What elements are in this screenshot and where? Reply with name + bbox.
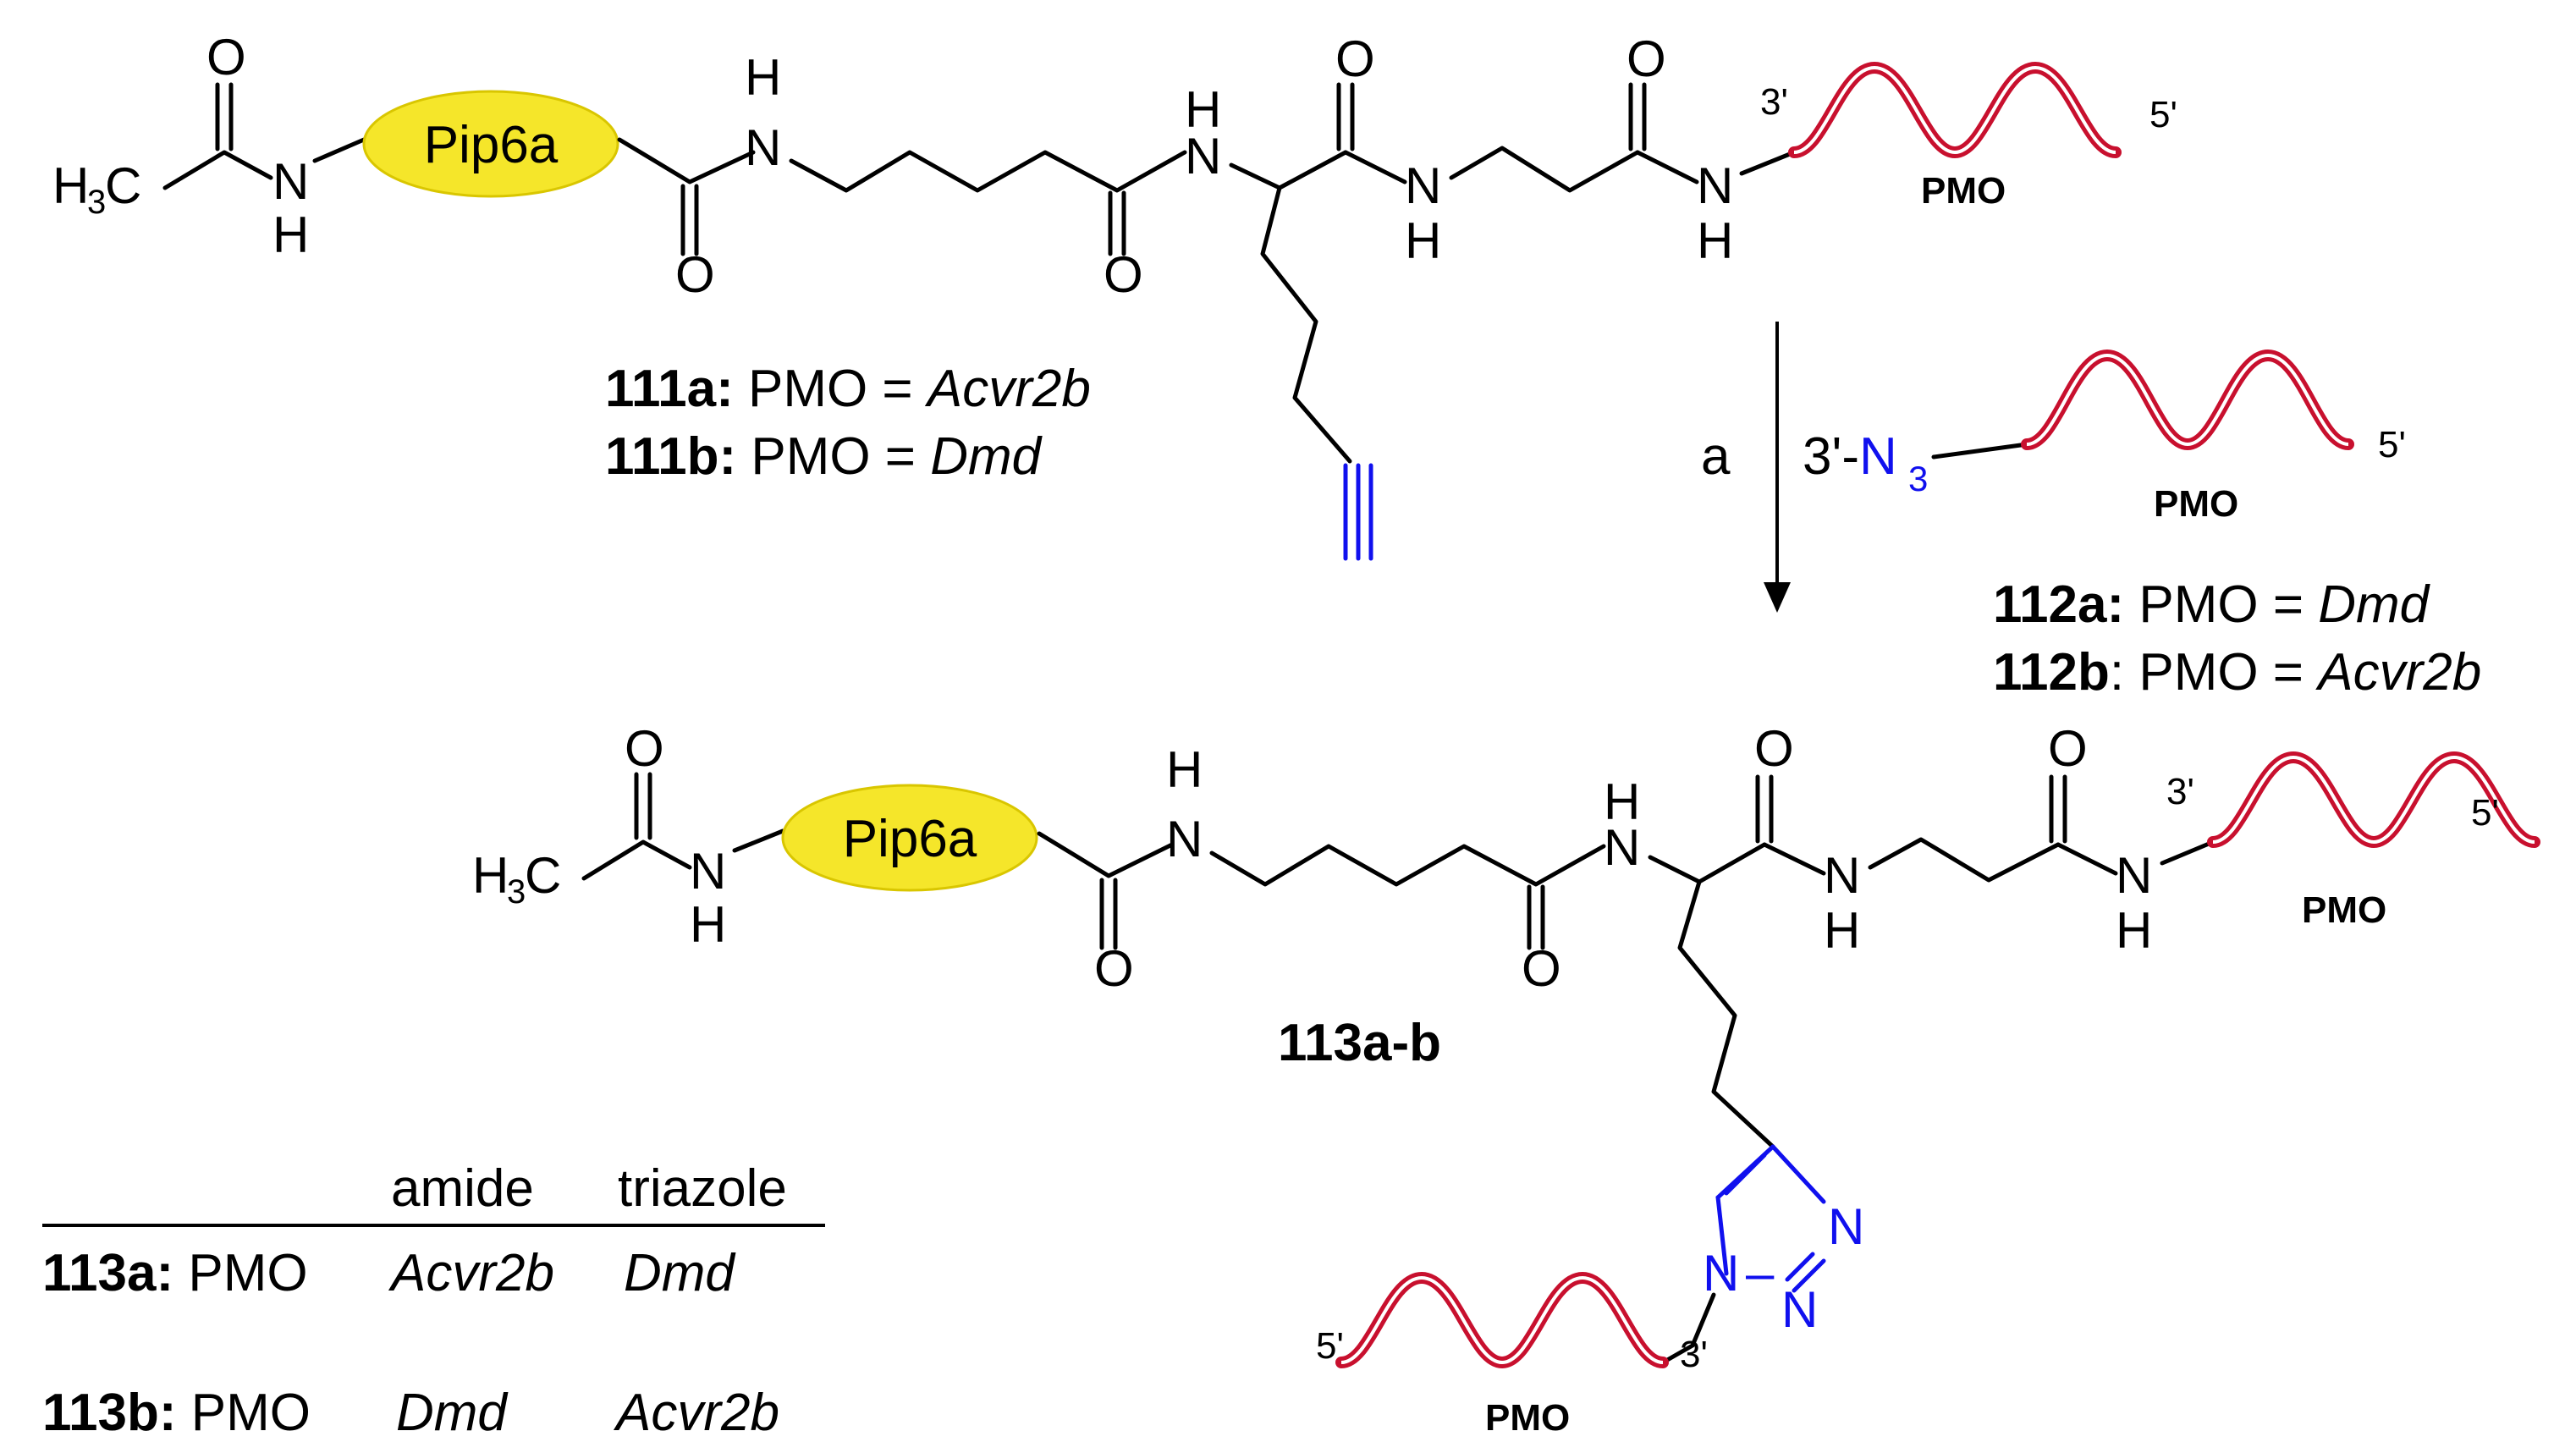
alpha-nitrogen: N: [1185, 128, 1221, 184]
acetyl-oxygen: O: [206, 29, 246, 85]
methyl-subscript: 3: [87, 184, 106, 221]
conjugate-table: amide triazole 113a: PMO Acvr2b Dmd 113b…: [42, 1159, 825, 1442]
beta-ala-nitrogen: N: [1405, 157, 1441, 214]
table-row-113b-amide: Dmd: [396, 1384, 509, 1442]
acetyl-nitrogen: N: [690, 843, 726, 900]
carbonyl-oxygen: O: [1104, 246, 1143, 303]
triazole-dash: –: [1746, 1245, 1775, 1302]
beta-ala-carbonyl-oxygen: O: [2048, 720, 2088, 777]
beta-ala-carbonyl-oxygen: O: [1627, 30, 1666, 87]
beta-ala-nh-hydrogen: H: [1824, 902, 1860, 959]
pmo-helix-triazole: [1335, 1271, 1669, 1369]
table-header-triazole: triazole: [618, 1159, 787, 1218]
triazole-n3: N: [1828, 1198, 1864, 1255]
pmo-label: PMO: [2302, 889, 2386, 931]
amide-nitrogen: N: [745, 119, 781, 176]
beta-ala-nh-hydrogen: H: [1405, 212, 1441, 269]
carbonyl-oxygen: O: [1094, 940, 1134, 997]
triazole-n2: N: [1781, 1281, 1818, 1338]
triazole-pmo-label: PMO: [1485, 1397, 1570, 1439]
acetyl-nitrogen: N: [272, 153, 309, 210]
pmo-helix: [2207, 751, 2540, 849]
terminal-nitrogen: N: [2116, 847, 2152, 904]
acetyl-nh-hydrogen: H: [272, 206, 309, 263]
acetyl-nh-hydrogen: H: [690, 896, 726, 953]
reagent-5prime-label: 5': [2378, 424, 2406, 465]
pmo-5prime-label: 5': [2471, 792, 2499, 834]
compound-112a-label: 112a: PMO = Dmd: [1993, 575, 2431, 634]
alpha-carbonyl-oxygen: O: [1754, 720, 1794, 777]
pmo-5prime-label: 5': [2149, 94, 2177, 135]
acetyl-oxygen: O: [625, 720, 664, 777]
alpha-nh-hydrogen: H: [1185, 81, 1221, 138]
pmo-3prime-label: 3': [2166, 771, 2194, 812]
table-header-amide: amide: [391, 1159, 534, 1218]
alpha-carbonyl-oxygen: O: [1335, 30, 1375, 87]
azide-label: 3'-N: [1803, 427, 1897, 486]
peptide-ellipse: [362, 90, 619, 198]
table-row-113a-label: 113a: PMO: [42, 1244, 308, 1302]
reagent-pmo-label: PMO: [2154, 483, 2238, 525]
pmo-label: PMO: [1921, 170, 2006, 212]
table-row-113b-label: 113b: PMO: [42, 1384, 311, 1442]
alpha-nh-hydrogen: H: [1604, 773, 1640, 830]
reaction-step-label: a: [1701, 427, 1731, 486]
carbonyl-oxygen: O: [675, 246, 715, 303]
pmo-helix-reagent: [2021, 349, 2354, 451]
terminal-nh-hydrogen: H: [2116, 902, 2152, 959]
beta-ala-nitrogen: N: [1824, 847, 1860, 904]
pmo-3prime-label: 3': [1760, 81, 1788, 123]
carbonyl-oxygen: O: [1522, 940, 1561, 997]
methyl-c-label: C: [105, 157, 141, 214]
amide-nh-hydrogen: H: [745, 49, 781, 106]
azide-subscript: 3: [1908, 459, 1928, 498]
peptide-label: Pip6a: [424, 116, 559, 174]
amide-nitrogen: N: [1166, 811, 1203, 867]
triazole-ring: [1715, 1144, 1826, 1293]
peptide-label: Pip6a: [843, 810, 977, 868]
terminal-nh-hydrogen: H: [1697, 212, 1733, 269]
compound-111-structure: H 3 C O N H Pip6a O H N O H N O: [52, 29, 2177, 561]
methyl-c-label: H: [52, 157, 89, 214]
pmo-helix: [1788, 61, 2122, 159]
alpha-nitrogen: N: [1604, 819, 1640, 876]
peptide-ellipse: [781, 784, 1038, 892]
compound-111b-label: 111b: PMO = Dmd: [605, 427, 1043, 486]
compound-112b-label: 112b: PMO = Acvr2b: [1993, 643, 2481, 702]
compound-113-structure: H 3 C O N H Pip6a O H N O H N O: [472, 720, 2540, 1439]
triazole-pmo-5prime-label: 5': [1316, 1325, 1344, 1367]
amide-nh-hydrogen: H: [1166, 741, 1203, 798]
methyl-c-label: H: [472, 847, 509, 904]
methyl-c-label: C: [525, 847, 561, 904]
table-row-113b-triazole: Acvr2b: [613, 1384, 779, 1442]
triazole-n1: N: [1703, 1245, 1739, 1302]
terminal-nitrogen: N: [1697, 157, 1733, 214]
compound-113-label: 113a-b: [1278, 1014, 1441, 1072]
table-row-113a-triazole: Dmd: [624, 1244, 736, 1302]
compound-111a-label: 111a: PMO = Acvr2b: [605, 360, 1091, 418]
table-row-113a-amide: Acvr2b: [388, 1244, 554, 1302]
methyl-subscript: 3: [507, 873, 526, 911]
triazole-pmo-3prime-label: 3': [1680, 1334, 1708, 1375]
